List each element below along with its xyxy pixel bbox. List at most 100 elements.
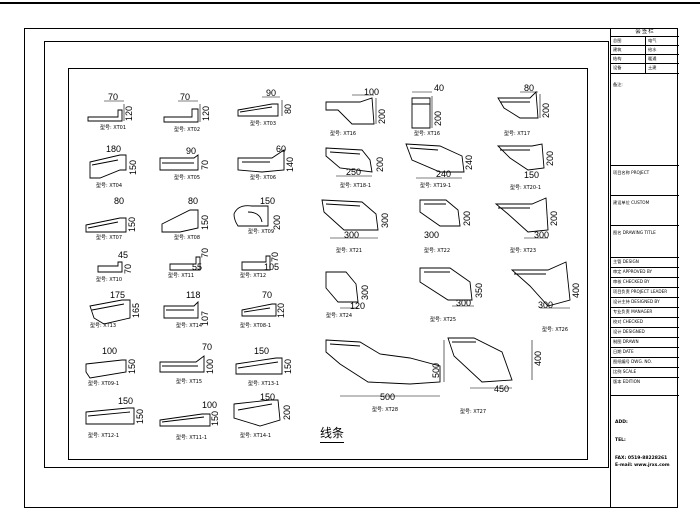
project-name-cell: 项目名称 PROJECT [611, 166, 679, 196]
top-border-line [0, 2, 700, 4]
remarks-cell: 备注: [611, 74, 679, 166]
model-label: 型号: XT17 [504, 131, 531, 137]
model-label: 型号: XT20-1 [510, 185, 542, 191]
dim-height: 70 [200, 159, 210, 170]
dim-width: 180 [106, 144, 122, 154]
dim-width: 70 [202, 342, 213, 352]
dim-height: 70 [123, 263, 133, 274]
approval-row: 主管 DESIGN [611, 258, 679, 268]
dim-height: 200 [433, 110, 443, 126]
model-label: 型号: XT09-1 [88, 381, 120, 387]
drawing-area [44, 41, 609, 468]
dim-width: 150 [118, 396, 134, 406]
model-label: 型号: XT08-1 [240, 323, 272, 329]
model-label: 型号: XT23 [510, 248, 537, 254]
model-label: 型号: XT05 [174, 175, 201, 181]
dim-width: 450 [494, 384, 510, 394]
dim-width: 90 [186, 146, 197, 156]
model-label: 型号: XT13-1 [248, 381, 280, 387]
approval-row: 版本 EDITION [611, 378, 679, 396]
model-label: 型号: XT01 [100, 125, 127, 131]
dim-width: 80 [114, 196, 125, 206]
dim-height: 400 [571, 282, 581, 298]
dim-height: 150 [127, 358, 137, 374]
dim-height: 500 [431, 362, 441, 378]
dim-height: 100 [205, 358, 215, 374]
model-label: 型号: XT15 [176, 379, 203, 385]
dim-width: 55 [192, 262, 203, 272]
dim-width: 40 [434, 83, 445, 93]
sign-row: 设备 土建 [611, 64, 679, 74]
model-label: 型号: XT26 [542, 327, 569, 333]
model-label: 型号: XT08 [174, 235, 201, 241]
model-label: 型号: XT11-1 [176, 435, 208, 441]
dim-width: 150 [260, 392, 276, 402]
dim-height: 80 [283, 103, 293, 114]
drawing-inner-border [68, 68, 588, 460]
dim-width: 300 [456, 298, 472, 308]
dim-width: 120 [350, 301, 366, 311]
dim-height: 400 [533, 350, 543, 366]
dim-width: 240 [436, 169, 452, 179]
title-block: 会签栏 总图 电气 建筑 给水 结构 暖通 设备 土建 备注: 项目名称 PRO… [610, 28, 679, 508]
dim-width: 300 [538, 300, 554, 310]
sign-row: 结构 暖通 [611, 55, 679, 64]
dim-width: 70 [180, 92, 191, 102]
model-label: 型号: XT28 [372, 407, 399, 413]
dim-height: 200 [375, 156, 385, 172]
approval-row: 制图 DRAWN [611, 338, 679, 348]
dim-height: 200 [549, 210, 559, 226]
client-cell: 建设单位 CUSTOM [611, 196, 679, 226]
countersign-header: 会签栏 [611, 28, 679, 37]
dim-width: 100 [202, 400, 218, 410]
dim-height: 150 [283, 358, 293, 374]
approval-row: 校对 CHECKED [611, 318, 679, 328]
model-label: 型号: XT18-1 [340, 183, 372, 189]
model-label: 型号: XT12-1 [88, 433, 120, 439]
dim-height: 300 [360, 284, 370, 300]
dim-height: 200 [377, 108, 387, 124]
profile-drawings [85, 90, 571, 427]
model-label: 型号: XT12 [240, 273, 267, 279]
approval-row: 比例 SCALE [611, 368, 679, 378]
dim-width: 300 [424, 230, 440, 240]
dim-height: 70 [200, 247, 210, 258]
dim-width: 500 [380, 392, 396, 402]
model-label: 型号: XT06 [250, 175, 277, 181]
dim-height: 120 [124, 105, 134, 121]
approval-row: 设计主持 DESIGNED BY [611, 298, 679, 308]
contact-fax: FAX: 0519-88228261 [615, 456, 668, 461]
dim-height: 150 [200, 214, 210, 230]
dim-height: 150 [128, 159, 138, 175]
dim-height: 120 [201, 105, 211, 121]
model-label: 型号: XT10 [96, 277, 123, 283]
model-label: 型号: XT16 [414, 131, 441, 137]
dim-width: 150 [524, 170, 540, 180]
dim-height: 150 [135, 408, 145, 424]
dim-width: 250 [346, 167, 362, 177]
dim-width: 90 [266, 88, 277, 98]
dim-height: 200 [462, 210, 472, 226]
dim-width: 150 [260, 196, 276, 206]
approval-row: 设计 DESIGNED [611, 328, 679, 338]
dim-height: 140 [285, 156, 295, 172]
model-label: 型号: XT22 [424, 248, 451, 254]
sign-row: 建筑 给水 [611, 46, 679, 55]
model-label: 型号: XT27 [460, 409, 487, 415]
model-label: 型号: XT14-1 [240, 433, 272, 439]
drawing-caption: 线条 [320, 424, 345, 443]
dim-width: 105 [264, 262, 280, 272]
model-label: 型号: XT03 [250, 121, 277, 127]
dim-width: 100 [364, 87, 380, 97]
dim-width: 100 [102, 346, 118, 356]
dim-width: 70 [262, 290, 273, 300]
dim-width: 80 [188, 196, 199, 206]
dim-height: 150 [127, 216, 137, 232]
sign-row: 总图 电气 [611, 37, 679, 46]
model-label: 型号: XT14 [176, 323, 203, 329]
dim-height: 240 [464, 154, 474, 170]
dim-height: 200 [541, 102, 551, 118]
dim-width: 45 [118, 250, 129, 260]
dim-width: 80 [524, 83, 535, 93]
model-label: 型号: XT07 [96, 235, 123, 241]
